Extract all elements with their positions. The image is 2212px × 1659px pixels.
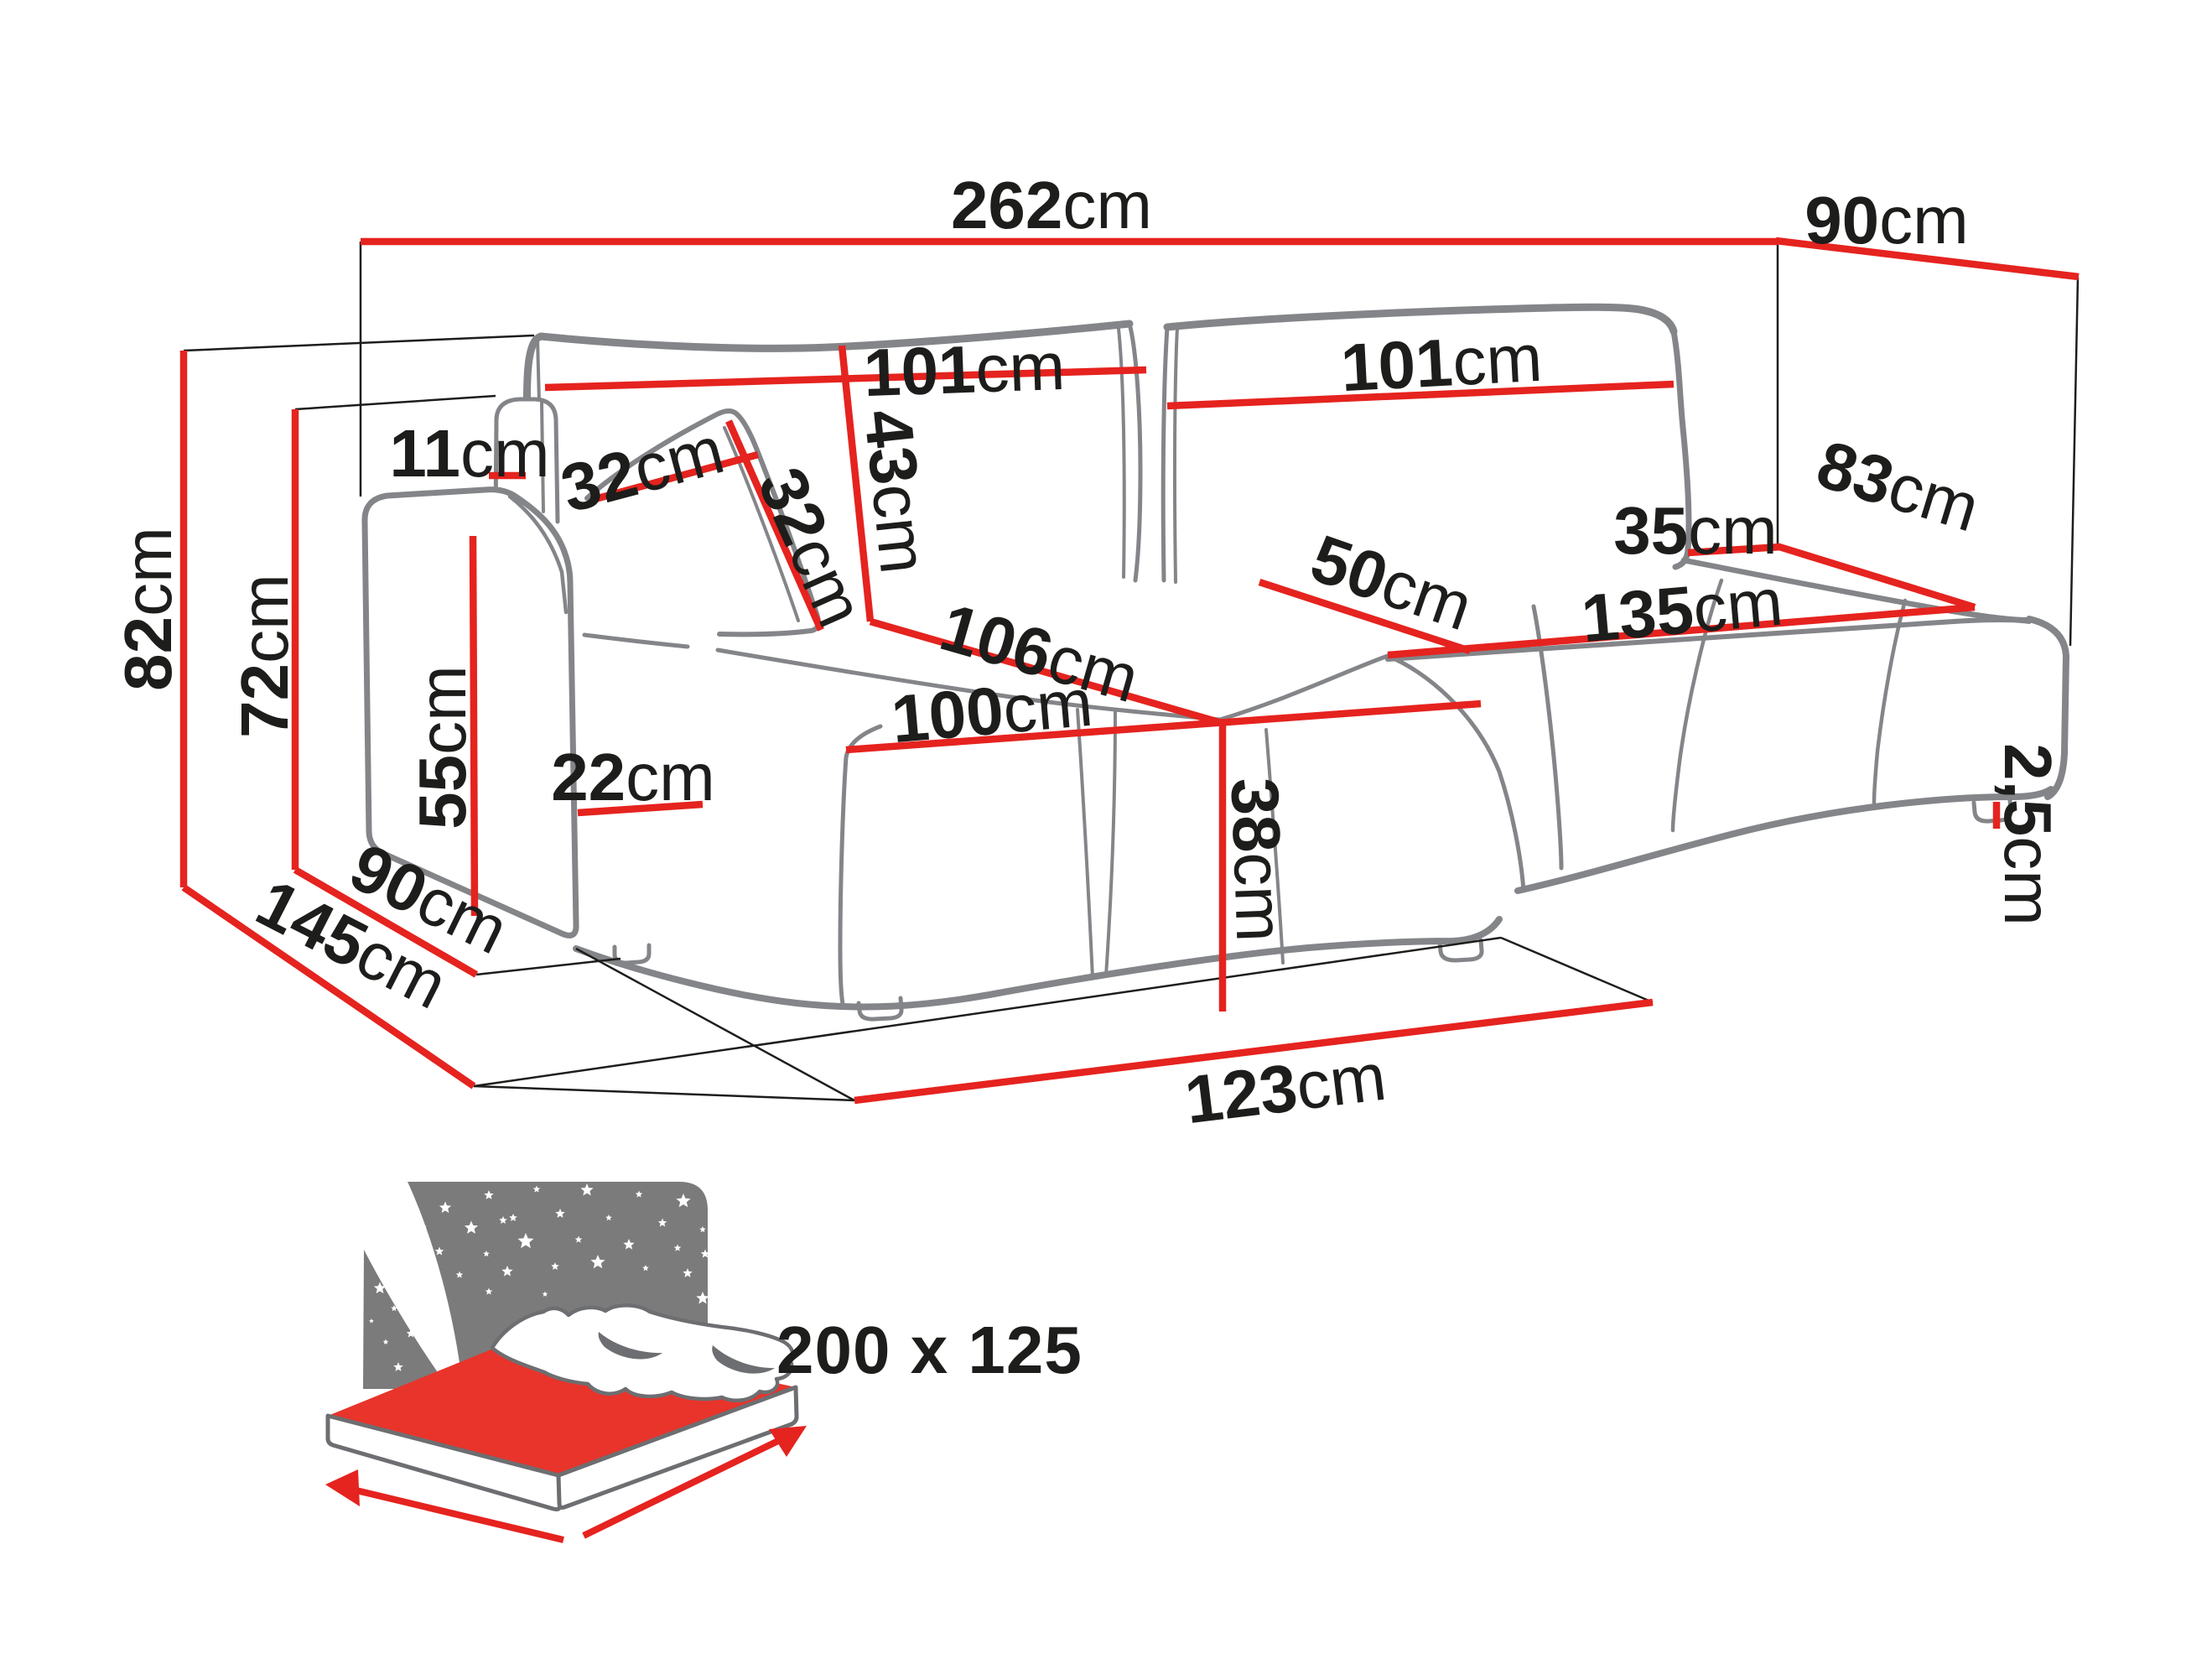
svg-text:135cm: 135cm (1579, 564, 1786, 657)
svg-text:38cm: 38cm (1218, 777, 1298, 944)
svg-text:123cm: 123cm (1181, 1039, 1389, 1138)
svg-text:11cm: 11cm (389, 416, 549, 491)
svg-text:82cm: 82cm (111, 527, 185, 691)
svg-text:22cm: 22cm (551, 740, 715, 814)
svg-text:200 x 125: 200 x 125 (776, 1313, 1083, 1387)
svg-text:262cm: 262cm (951, 168, 1152, 242)
svg-text:43cm: 43cm (850, 406, 942, 577)
svg-text:55cm: 55cm (405, 665, 480, 830)
svg-text:100cm: 100cm (889, 665, 1096, 757)
svg-text:35cm: 35cm (1613, 493, 1778, 568)
svg-text:72cm: 72cm (227, 574, 302, 738)
svg-text:90cm: 90cm (1804, 183, 1969, 257)
svg-text:2,5cm: 2,5cm (1991, 743, 2065, 926)
svg-text:101cm: 101cm (862, 329, 1066, 410)
svg-text:101cm: 101cm (1339, 320, 1544, 405)
